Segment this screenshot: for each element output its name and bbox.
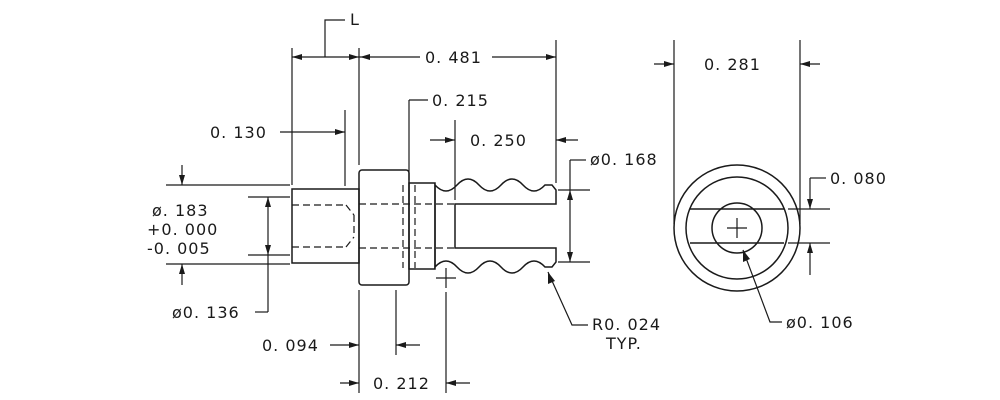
end-view-inner-circle <box>685 176 789 280</box>
dim-tol-minus: -0. 005 <box>147 239 211 258</box>
dim-end-0281: 0. 281 <box>704 55 761 74</box>
sleeve-outline <box>291 188 360 264</box>
label-l: L <box>350 10 360 29</box>
side-view <box>291 169 557 288</box>
dim-0212: 0. 212 <box>373 374 430 393</box>
dim-dia-0136: ø0. 136 <box>172 303 240 322</box>
end-view-outer-circle <box>673 164 801 292</box>
flange-outline <box>358 169 410 286</box>
dim-tol-plus: +0. 000 <box>147 220 218 239</box>
wavy-tail-outline <box>434 178 557 274</box>
end-view: 0. 281 0. 080 ø0. 106 <box>654 40 887 332</box>
dim-0130: 0. 130 <box>210 123 267 142</box>
dim-radius-typ: TYP. <box>605 334 642 353</box>
dim-overall-length: 0. 481 <box>425 48 482 67</box>
dim-0215: 0. 215 <box>432 91 489 110</box>
side-view-labels: L 0. 481 0. 215 0. 130 0. 250 ø0. 168 ø.… <box>147 10 661 393</box>
end-view-bore-circle <box>711 202 763 254</box>
dim-0094: 0. 094 <box>262 336 319 355</box>
dim-end-dia-0106: ø0. 106 <box>786 313 854 332</box>
collar-outline <box>408 182 436 270</box>
dim-dia-0168: ø0. 168 <box>590 150 658 169</box>
dim-0250: 0. 250 <box>470 131 527 150</box>
dim-radius: R0. 024 <box>592 315 661 334</box>
dimension-lines <box>179 19 588 386</box>
extension-lines <box>166 40 590 393</box>
dim-end-0080: 0. 080 <box>830 169 887 188</box>
dim-dia-0183: ø. 183 <box>152 201 209 220</box>
